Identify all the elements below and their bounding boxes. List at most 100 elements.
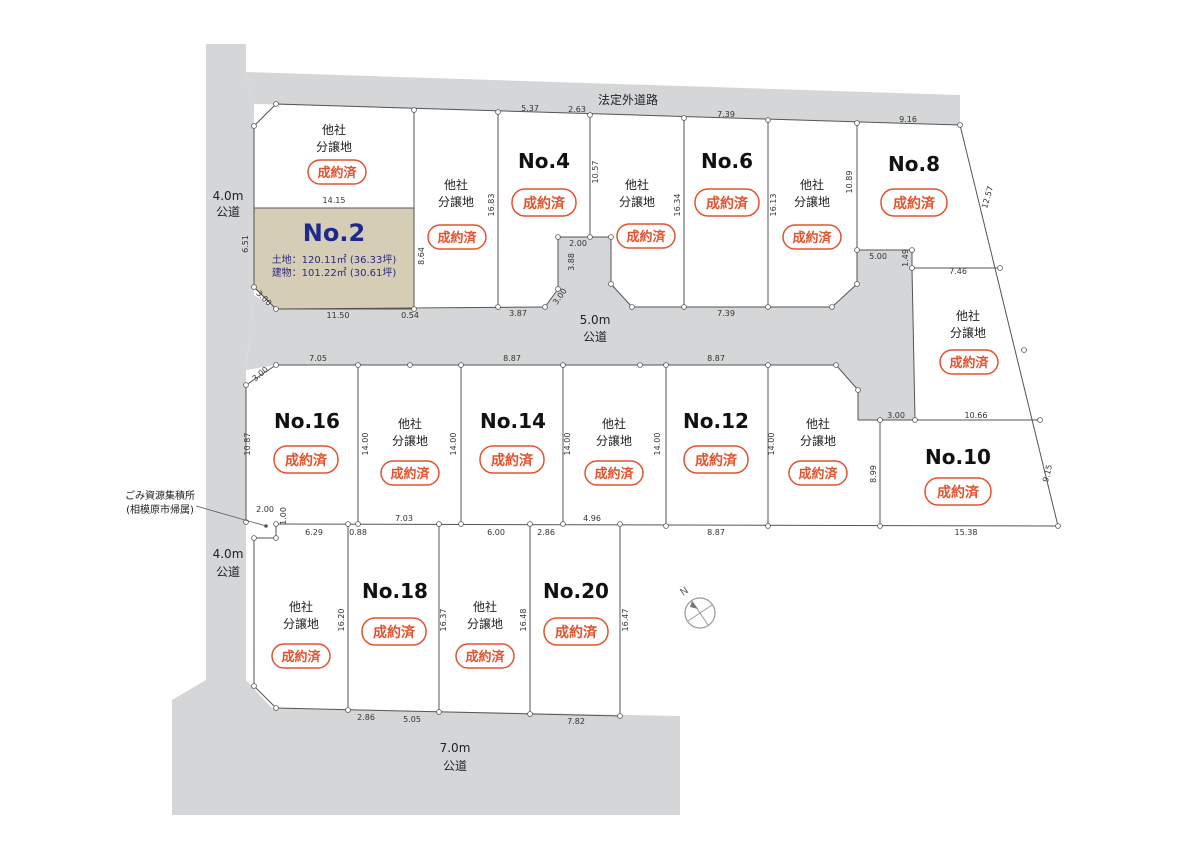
other-lot-c-line2: 分譲地 <box>619 194 655 209</box>
sold-badge: 成約済 <box>543 617 609 646</box>
other-lot-h-line1: 他社 <box>806 416 830 431</box>
sold-badge: 成約済 <box>271 643 331 669</box>
dim-6.29: 6.29 <box>305 528 323 537</box>
other-lot-labels: 他社 分譲地 他社 分譲地 他社 分譲地 他社 分譲地 他社 分譲地 他社 分譲… <box>283 122 986 631</box>
lot-18-title: No.18 <box>362 579 428 603</box>
sold-badge: 成約済 <box>361 617 427 646</box>
svg-text:成約済: 成約済 <box>285 452 328 469</box>
dim-2.00-garbage: 2.00 <box>256 505 274 514</box>
roads <box>172 44 960 815</box>
svg-text:成約済: 成約済 <box>437 230 477 246</box>
other-lot-g-line1: 他社 <box>602 416 626 431</box>
other-lot-i-line2: 分譲地 <box>283 616 319 631</box>
other-lot-e-line2: 分譲地 <box>950 325 986 340</box>
dim-16.83: 16.83 <box>487 194 496 217</box>
north-legal-road <box>246 72 960 126</box>
dim-3.00-corner: 3.00 <box>887 411 905 420</box>
lot-2-title: No.2 <box>303 219 365 247</box>
svg-text:成約済: 成約済 <box>390 466 430 482</box>
dim-14.00-d: 14.00 <box>653 433 662 456</box>
south-public-road <box>172 680 680 815</box>
svg-text:成約済: 成約済 <box>706 195 749 212</box>
svg-text:成約済: 成約済 <box>893 195 936 212</box>
dim-7.46: 7.46 <box>949 267 967 276</box>
dim-0.54: 0.54 <box>401 311 419 320</box>
svg-text:成約済: 成約済 <box>281 649 321 665</box>
lot-14-title: No.14 <box>480 409 546 433</box>
dim-16.20: 16.20 <box>337 609 346 632</box>
dim-11.50: 11.50 <box>327 311 350 320</box>
sold-badges: 成約済 成約済 成約済 成約済 成約済 成約済 成約済 成約済 成約済 成約済 … <box>271 159 999 669</box>
dim-7.05: 7.05 <box>309 354 327 363</box>
dim-16.47: 16.47 <box>621 609 630 632</box>
other-lot-h-line2: 分譲地 <box>800 433 836 448</box>
garbage-collection-point: ごみ資源集積所 (相模原市帰属) <box>125 489 268 528</box>
dim-16.37: 16.37 <box>439 609 448 632</box>
svg-text:成約済: 成約済 <box>317 165 357 181</box>
dim-10.89: 10.89 <box>845 171 854 194</box>
dim-9.16: 9.16 <box>899 115 917 124</box>
dim-2.00-top: 2.00 <box>569 239 587 248</box>
svg-text:成約済: 成約済 <box>695 452 738 469</box>
svg-text:成約済: 成約済 <box>594 466 634 482</box>
dim-2.86-bottom: 2.86 <box>357 713 375 722</box>
sold-badge: 成約済 <box>939 349 999 375</box>
dim-8.87-c: 8.87 <box>707 528 725 537</box>
dim-7.39-top: 7.39 <box>717 110 735 119</box>
other-lot-d-line2: 分譲地 <box>794 194 830 209</box>
dim-1.49: 1.49 <box>901 249 910 267</box>
lot-2-info: No.2 土地：120.11㎡ (36.33坪) 建物：101.22㎡ (30.… <box>272 219 397 279</box>
dim-9.15: 9.15 <box>1041 464 1054 483</box>
dim-8.99: 8.99 <box>869 465 878 483</box>
dim-6.00: 6.00 <box>487 528 505 537</box>
svg-text:成約済: 成約済 <box>626 229 666 245</box>
svg-text:成約済: 成約済 <box>491 452 534 469</box>
lot-labels: No.4 No.6 No.8 No.10 No.12 No.14 No.16 N… <box>274 149 991 603</box>
road-labels: 法定外道路 4.0m 公道 4.0m 公道 5.0m 公道 7.0m 公道 <box>213 92 658 773</box>
dim-2.63: 2.63 <box>568 105 586 114</box>
svg-text:成約済: 成約済 <box>792 230 832 246</box>
other-lot-j-line1: 他社 <box>473 599 497 614</box>
west-public-road <box>172 44 272 815</box>
dim-15.38: 15.38 <box>955 528 978 537</box>
south-road-kind: 公道 <box>443 759 467 773</box>
sold-badge: 成約済 <box>584 460 644 486</box>
west-lower-road-kind: 公道 <box>216 565 240 579</box>
other-lot-f-line2: 分譲地 <box>392 433 428 448</box>
west-upper-road-width: 4.0m <box>213 189 244 203</box>
other-lot-i-line1: 他社 <box>289 599 313 614</box>
other-lot-a-line2: 分譲地 <box>316 139 352 154</box>
north-road-label: 法定外道路 <box>598 92 658 107</box>
west-lower-road-width: 4.0m <box>213 547 244 561</box>
dim-16.13: 16.13 <box>769 194 778 217</box>
sold-badge: 成約済 <box>683 445 749 474</box>
dim-8.87-a: 8.87 <box>503 354 521 363</box>
other-lot-a-line1: 他社 <box>322 122 346 137</box>
dim-0.88: 0.88 <box>349 528 367 537</box>
svg-text:成約済: 成約済 <box>949 355 989 371</box>
sold-badge: 成約済 <box>380 460 440 486</box>
sold-badge: 成約済 <box>273 445 339 474</box>
sold-badge: 成約済 <box>616 223 676 249</box>
center-road-width: 5.0m <box>580 313 611 327</box>
garbage-label-line2: (相模原市帰属) <box>126 503 194 516</box>
sold-badge: 成約済 <box>511 188 577 217</box>
sold-badge: 成約済 <box>924 477 992 506</box>
lot-16-title: No.16 <box>274 409 340 433</box>
dim-12.57: 12.57 <box>980 185 995 209</box>
lot-10-title: No.10 <box>925 445 991 469</box>
dim-14.00-b: 14.00 <box>449 433 458 456</box>
lot-6-title: No.6 <box>701 149 753 173</box>
svg-text:成約済: 成約済 <box>555 624 598 641</box>
dim-7.03: 7.03 <box>395 514 413 523</box>
dim-8.87-b: 8.87 <box>707 354 725 363</box>
dim-1.00: 1.00 <box>279 507 288 525</box>
sold-badge: 成約済 <box>307 159 367 185</box>
lot-2-building-area: 建物：101.22㎡ (30.61坪) <box>272 266 397 279</box>
other-lot-j-line2: 分譲地 <box>467 616 503 631</box>
dim-2.86-mid: 2.86 <box>537 528 555 537</box>
dim-7.39-mid: 7.39 <box>717 309 735 318</box>
svg-text:成約済: 成約済 <box>798 466 838 482</box>
dim-7.82: 7.82 <box>567 717 585 726</box>
dim-14.00-a: 14.00 <box>361 433 370 456</box>
